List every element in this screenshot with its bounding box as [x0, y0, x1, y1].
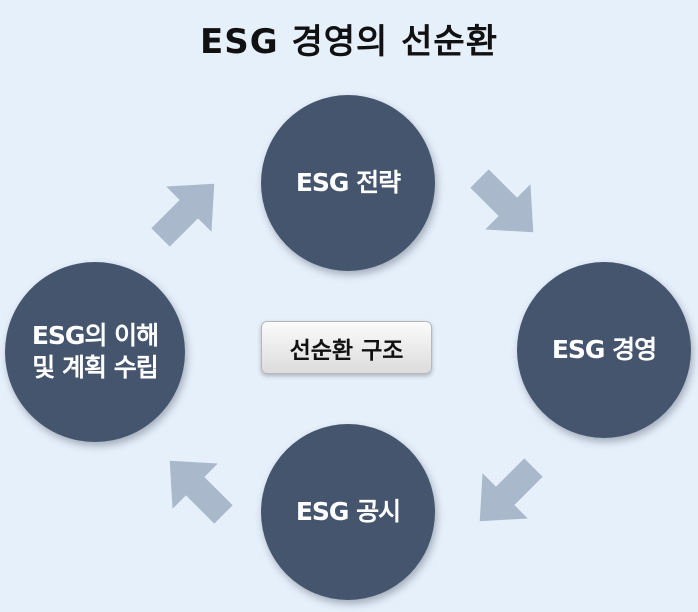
center-label: 선순환 구조	[261, 321, 432, 374]
node-esg-management-label: ESG 경영	[551, 334, 657, 364]
node-esg-strategy-label: ESG 전략	[295, 167, 401, 197]
node-esg-planning-label-line1: ESG의 이해	[31, 320, 159, 350]
node-esg-management: ESG 경영	[517, 262, 691, 438]
arrow-strategy-to-management	[456, 155, 556, 255]
node-esg-planning-label-line2: 및 계획 수립	[32, 353, 158, 382]
diagram-title: ESG 경영의 선순환	[200, 22, 498, 62]
node-esg-strategy: ESG 전략	[261, 95, 435, 271]
node-esg-disclosure-label: ESG 공시	[295, 496, 401, 526]
arrow-disclosure-to-planning	[147, 438, 247, 538]
node-esg-planning: ESG의 이해 및 계획 수립	[5, 262, 185, 442]
arrow-planning-to-strategy	[137, 161, 237, 261]
arrow-management-to-disclosure	[457, 444, 557, 544]
node-esg-disclosure: ESG 공시	[261, 424, 435, 600]
